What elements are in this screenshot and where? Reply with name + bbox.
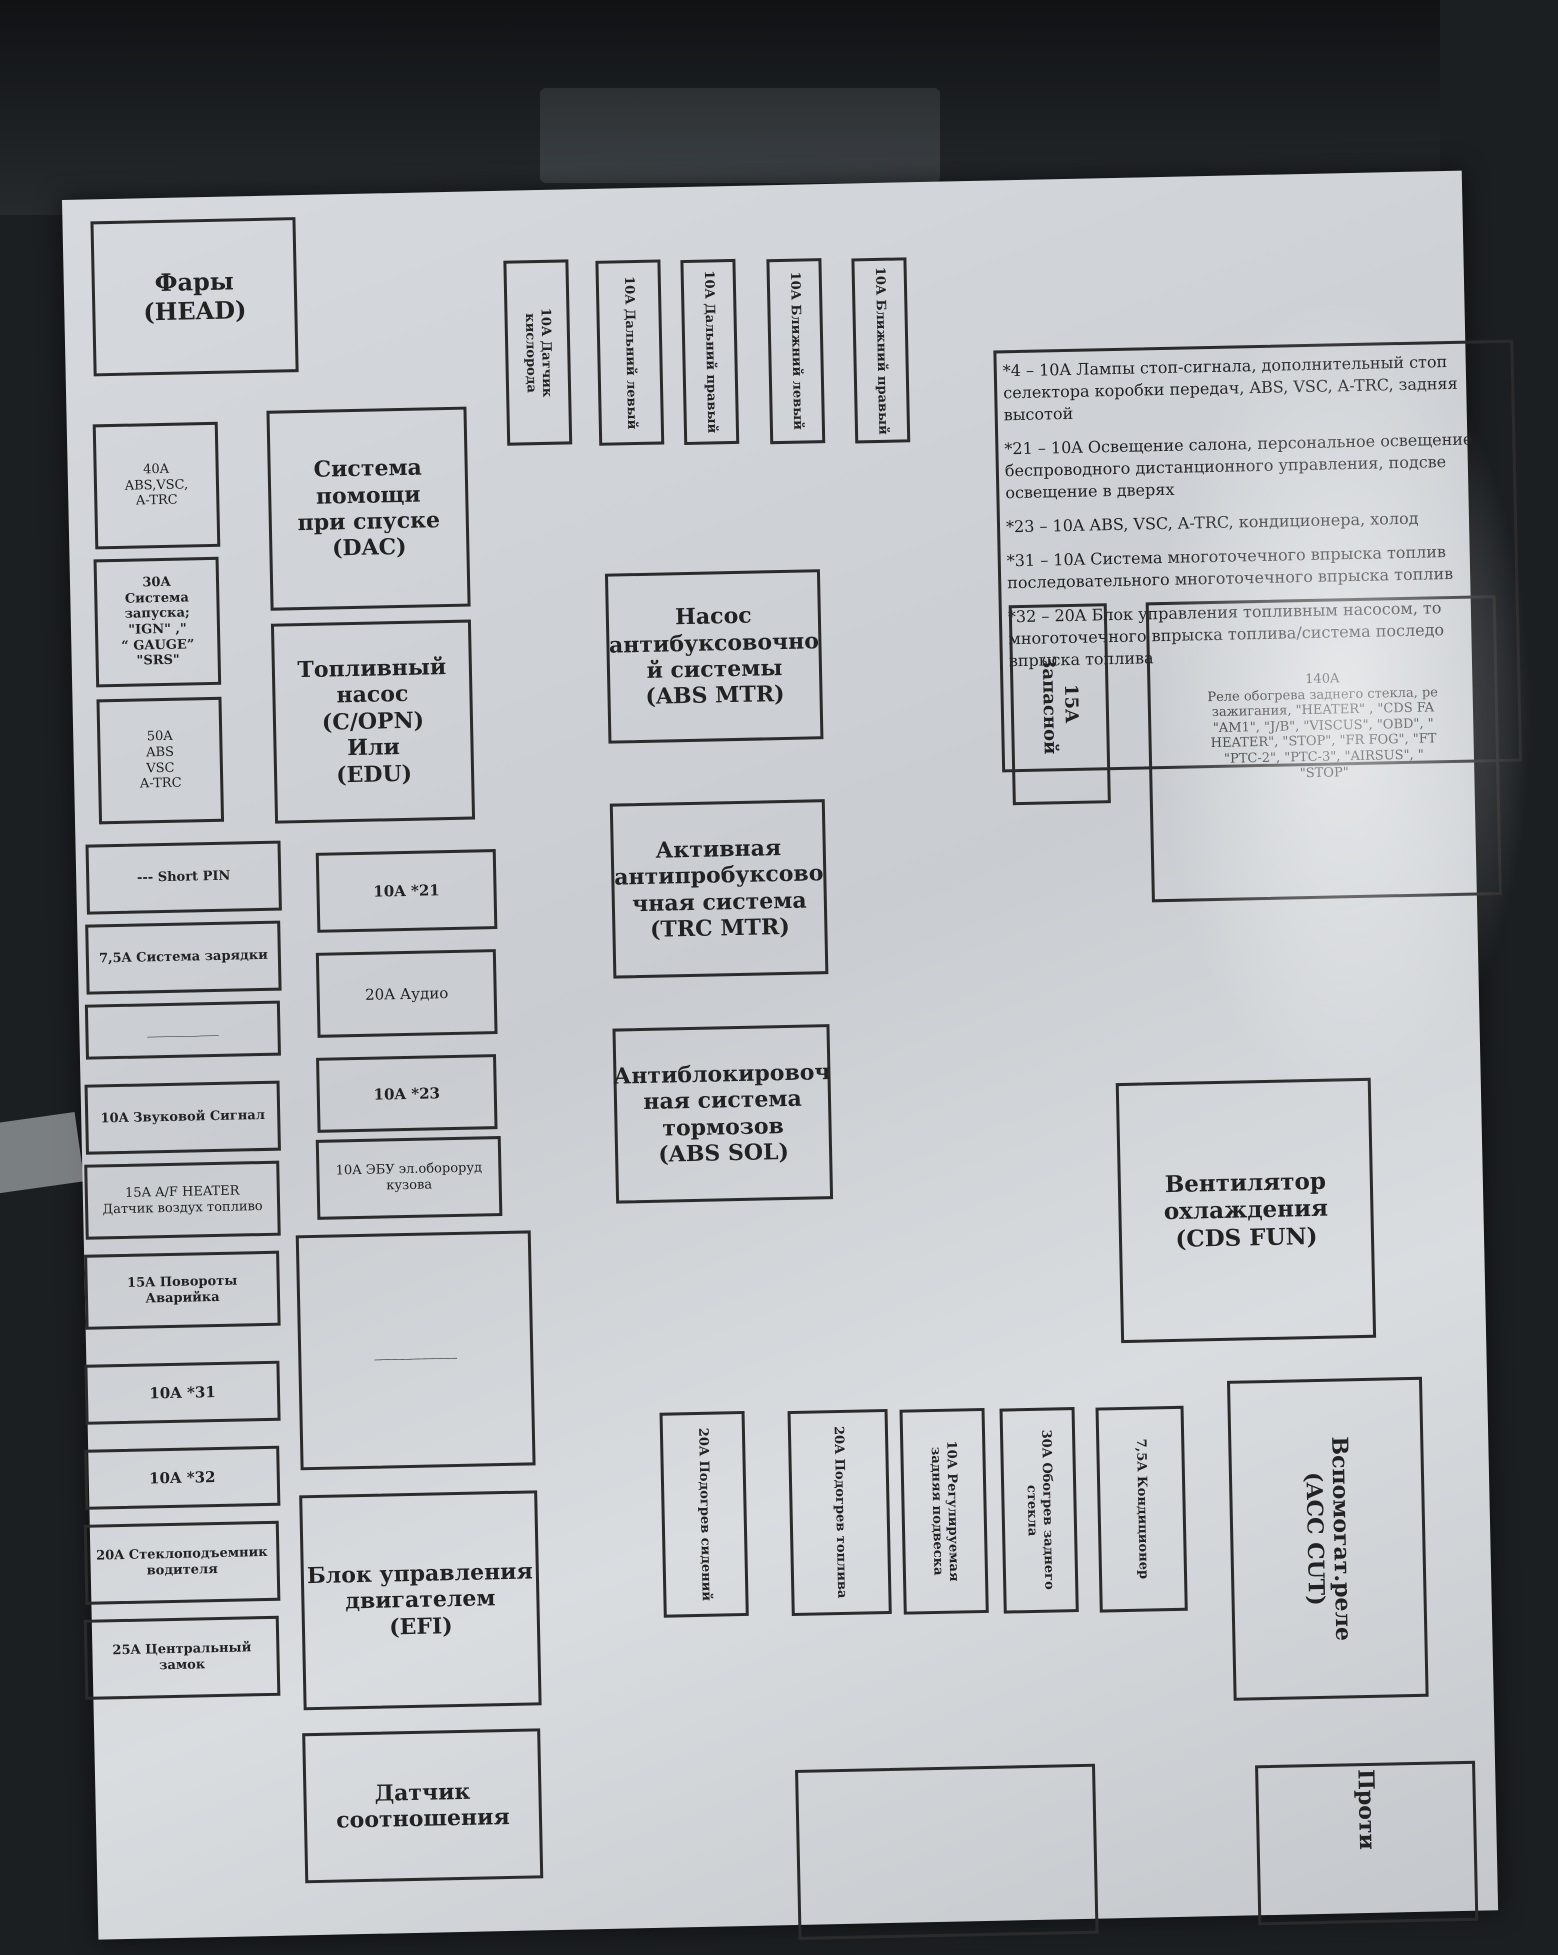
fuse-20a-seat-heat: 20A Подогрев сидений (659, 1410, 749, 1618)
bottom-blank-relay (795, 1763, 1099, 1940)
trc-mtr-relay: Активная антипробуксово чная система (TR… (609, 799, 829, 979)
fuse-30a: 30A Система запуска; "IGN" ," “ GAUGE” "… (93, 556, 222, 688)
abs-mtr-relay: Насос антибуксовочно й системы (ABS MTR) (604, 569, 824, 744)
partial-relay: Проти (1255, 1760, 1479, 1926)
fuse-10a-32: 10A *32 (84, 1445, 281, 1510)
fuse-15a-spare: 15A Запасной (1008, 603, 1111, 806)
fuse-40a: 40A ABS,VSC, A-TRC (92, 421, 221, 550)
fuse-10a-ecu: 10A ЭБУ эл.обороруд кузова (315, 1136, 503, 1220)
fuel-pump-relay: Топливный насос (C/OPN) Или (EDU) (270, 619, 476, 824)
dac-relay: Система помощи при спуске (DAC) (266, 406, 471, 611)
relay-140a: 140A Реле обогрева заднего стекла, ре за… (1145, 595, 1502, 903)
footnote-line: *23 – 10A ABS, VSC, A-TRC, кондиционера,… (1005, 508, 1419, 537)
fuse-30a-rear-defrost: 30A Обогрев заднего стекла (999, 1407, 1079, 1614)
fuse-25a-lock: 25A Центральный замок (83, 1615, 281, 1700)
cds-fan-relay: Вентилятор охлаждения (CDS FUN) (1115, 1077, 1377, 1344)
fuse-7-5a-ac: 7,5A Кондиционер (1095, 1405, 1188, 1613)
fuse-10a-low-right: 10A Ближний правый (851, 257, 911, 444)
efi-relay: Блок управления двигателем (EFI) (299, 1490, 542, 1711)
fuse-20a-fuel-heat: 20A Подогрев топлива (787, 1408, 892, 1617)
fuse-10a-oxygen-sensor: 10A Датчик кислорода (503, 259, 573, 446)
fuse-10a-suspension: 10A Регулируемая задняя подвеска (899, 1407, 989, 1615)
fuse-diagram-sheet: Фары (HEAD) 40A ABS,VSC, A-TRC 30A Систе… (62, 170, 1542, 1940)
fuse-10a-high-right: 10A Дальний правый (680, 258, 740, 446)
fuse-10a-high-left: 10A Дальний левый (595, 259, 665, 446)
fuse-10a-low-left: 10A Ближний левый (766, 258, 826, 445)
blank-slot-1: ___________ (84, 1000, 281, 1060)
ratio-sensor-relay: Датчик соотношения (302, 1728, 544, 1884)
blank-slot-2: ___________ (295, 1230, 536, 1471)
abs-sol-relay: Антиблокировоч ная система тормозов (ABS… (612, 1024, 834, 1204)
fuse-20a-audio: 20A Аудио (315, 949, 498, 1038)
fuse-15a-af-heater: 15A A/F HEATER Датчик воздух топливо (84, 1160, 281, 1240)
fuse-20a-window: 20A Стеклоподъемник водителя (83, 1520, 281, 1605)
tape-strip (0, 1111, 85, 1199)
acc-cut-relay: Вспомогат.реле (ACC CUT) (1226, 1376, 1429, 1701)
headlights-box: Фары (HEAD) (90, 217, 299, 377)
fuse-7-5a-charge: 7,5A Система зарядки (85, 920, 282, 995)
fuse-10a-21: 10A *21 (315, 849, 498, 933)
fuse-10a-horn: 10A Звуковой Сигнал (84, 1080, 281, 1155)
fuse-15a-turn: 15A Повороты Аварийка (84, 1250, 281, 1330)
fuse-50a: 50A ABS VSC A-TRC (96, 696, 225, 825)
short-pin: --- Short PIN (85, 840, 282, 915)
mounting-clip (540, 88, 940, 183)
fuse-10a-23: 10A *23 (316, 1054, 498, 1133)
fuse-10a-31: 10A *31 (84, 1360, 281, 1425)
